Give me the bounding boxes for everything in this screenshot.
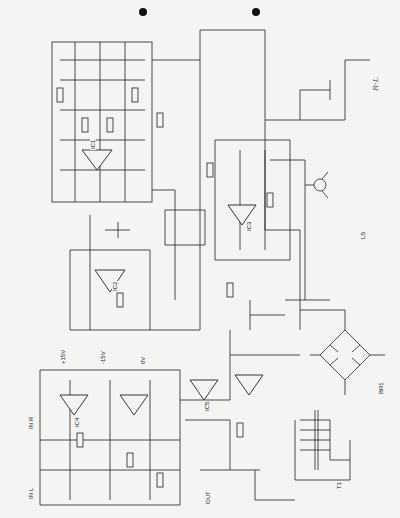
resistor-symbol (132, 88, 138, 102)
signal-label: IC3 (246, 221, 252, 232)
resistor-symbol (207, 163, 213, 177)
resistor-symbol (227, 283, 233, 297)
signal-label: 0V (140, 356, 146, 365)
signal-label: -15V (100, 350, 106, 365)
signal-label: LS (360, 231, 366, 240)
resistor-symbol (237, 423, 243, 437)
resistor-symbol (117, 293, 123, 307)
resistor-symbol (127, 453, 133, 467)
signal-label: IN L (28, 487, 34, 500)
signal-label: IC1 (90, 139, 96, 150)
handwritten-note: R-L (372, 76, 380, 92)
signal-label: BR1 (378, 381, 384, 395)
resistor-symbol (82, 118, 88, 132)
signal-label: IC2 (112, 281, 118, 292)
resistor-symbol (157, 473, 163, 487)
signal-label: T1 (336, 481, 342, 490)
signal-label: OUT (205, 490, 211, 505)
resistor-symbol (107, 118, 113, 132)
resistor-symbol (267, 193, 273, 207)
signal-label: IC4 (74, 417, 80, 428)
resistor-symbol (57, 88, 63, 102)
resistor-symbol (157, 113, 163, 127)
signal-label: IN R (28, 416, 34, 430)
signal-label: IC5 (204, 401, 210, 412)
resistor-symbol (77, 433, 83, 447)
signal-label: +15V (60, 349, 66, 365)
